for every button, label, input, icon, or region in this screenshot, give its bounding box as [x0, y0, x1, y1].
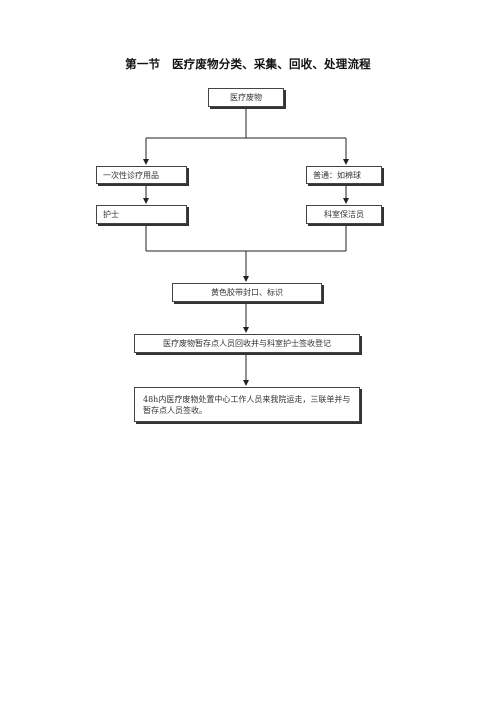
node-seal-text: 黄色胶带封口、标识 [211, 288, 283, 297]
node-seal-label: 黄色胶带封口、标识 [172, 283, 322, 302]
node-nurse: 护士 [96, 205, 187, 224]
node-cleaner: 科室保洁员 [306, 205, 382, 224]
node-cleaner-label: 科室保洁员 [324, 210, 364, 219]
node-disposable-supplies: 一次性诊疗用品 [96, 166, 187, 184]
node-recycle-register: 医疗废物暂存点人员回收并与科室护士签收登记 [134, 334, 360, 353]
node-medical-waste-label: 医疗废物 [230, 93, 262, 102]
node-general-waste-label: 普通：如棉球 [313, 170, 361, 180]
page-title: 第一节 医疗废物分类、采集、回收、处理流程 [125, 57, 371, 71]
node-recycle-text: 医疗废物暂存点人员回收并与科室护士签收登记 [163, 339, 331, 348]
node-disposable-supplies-label: 一次性诊疗用品 [103, 170, 159, 180]
node-medical-waste: 医疗废物 [208, 88, 284, 107]
node-nurse-label: 护士 [103, 210, 119, 219]
node-general-waste: 普通：如棉球 [306, 166, 382, 184]
node-disposal-text: 48h内医疗废物处置中心工作人员来我院运走，三联单并与暂存点人员签收。 [143, 395, 351, 415]
node-disposal-center: 48h内医疗废物处置中心工作人员来我院运走，三联单并与暂存点人员签收。 [134, 387, 360, 422]
